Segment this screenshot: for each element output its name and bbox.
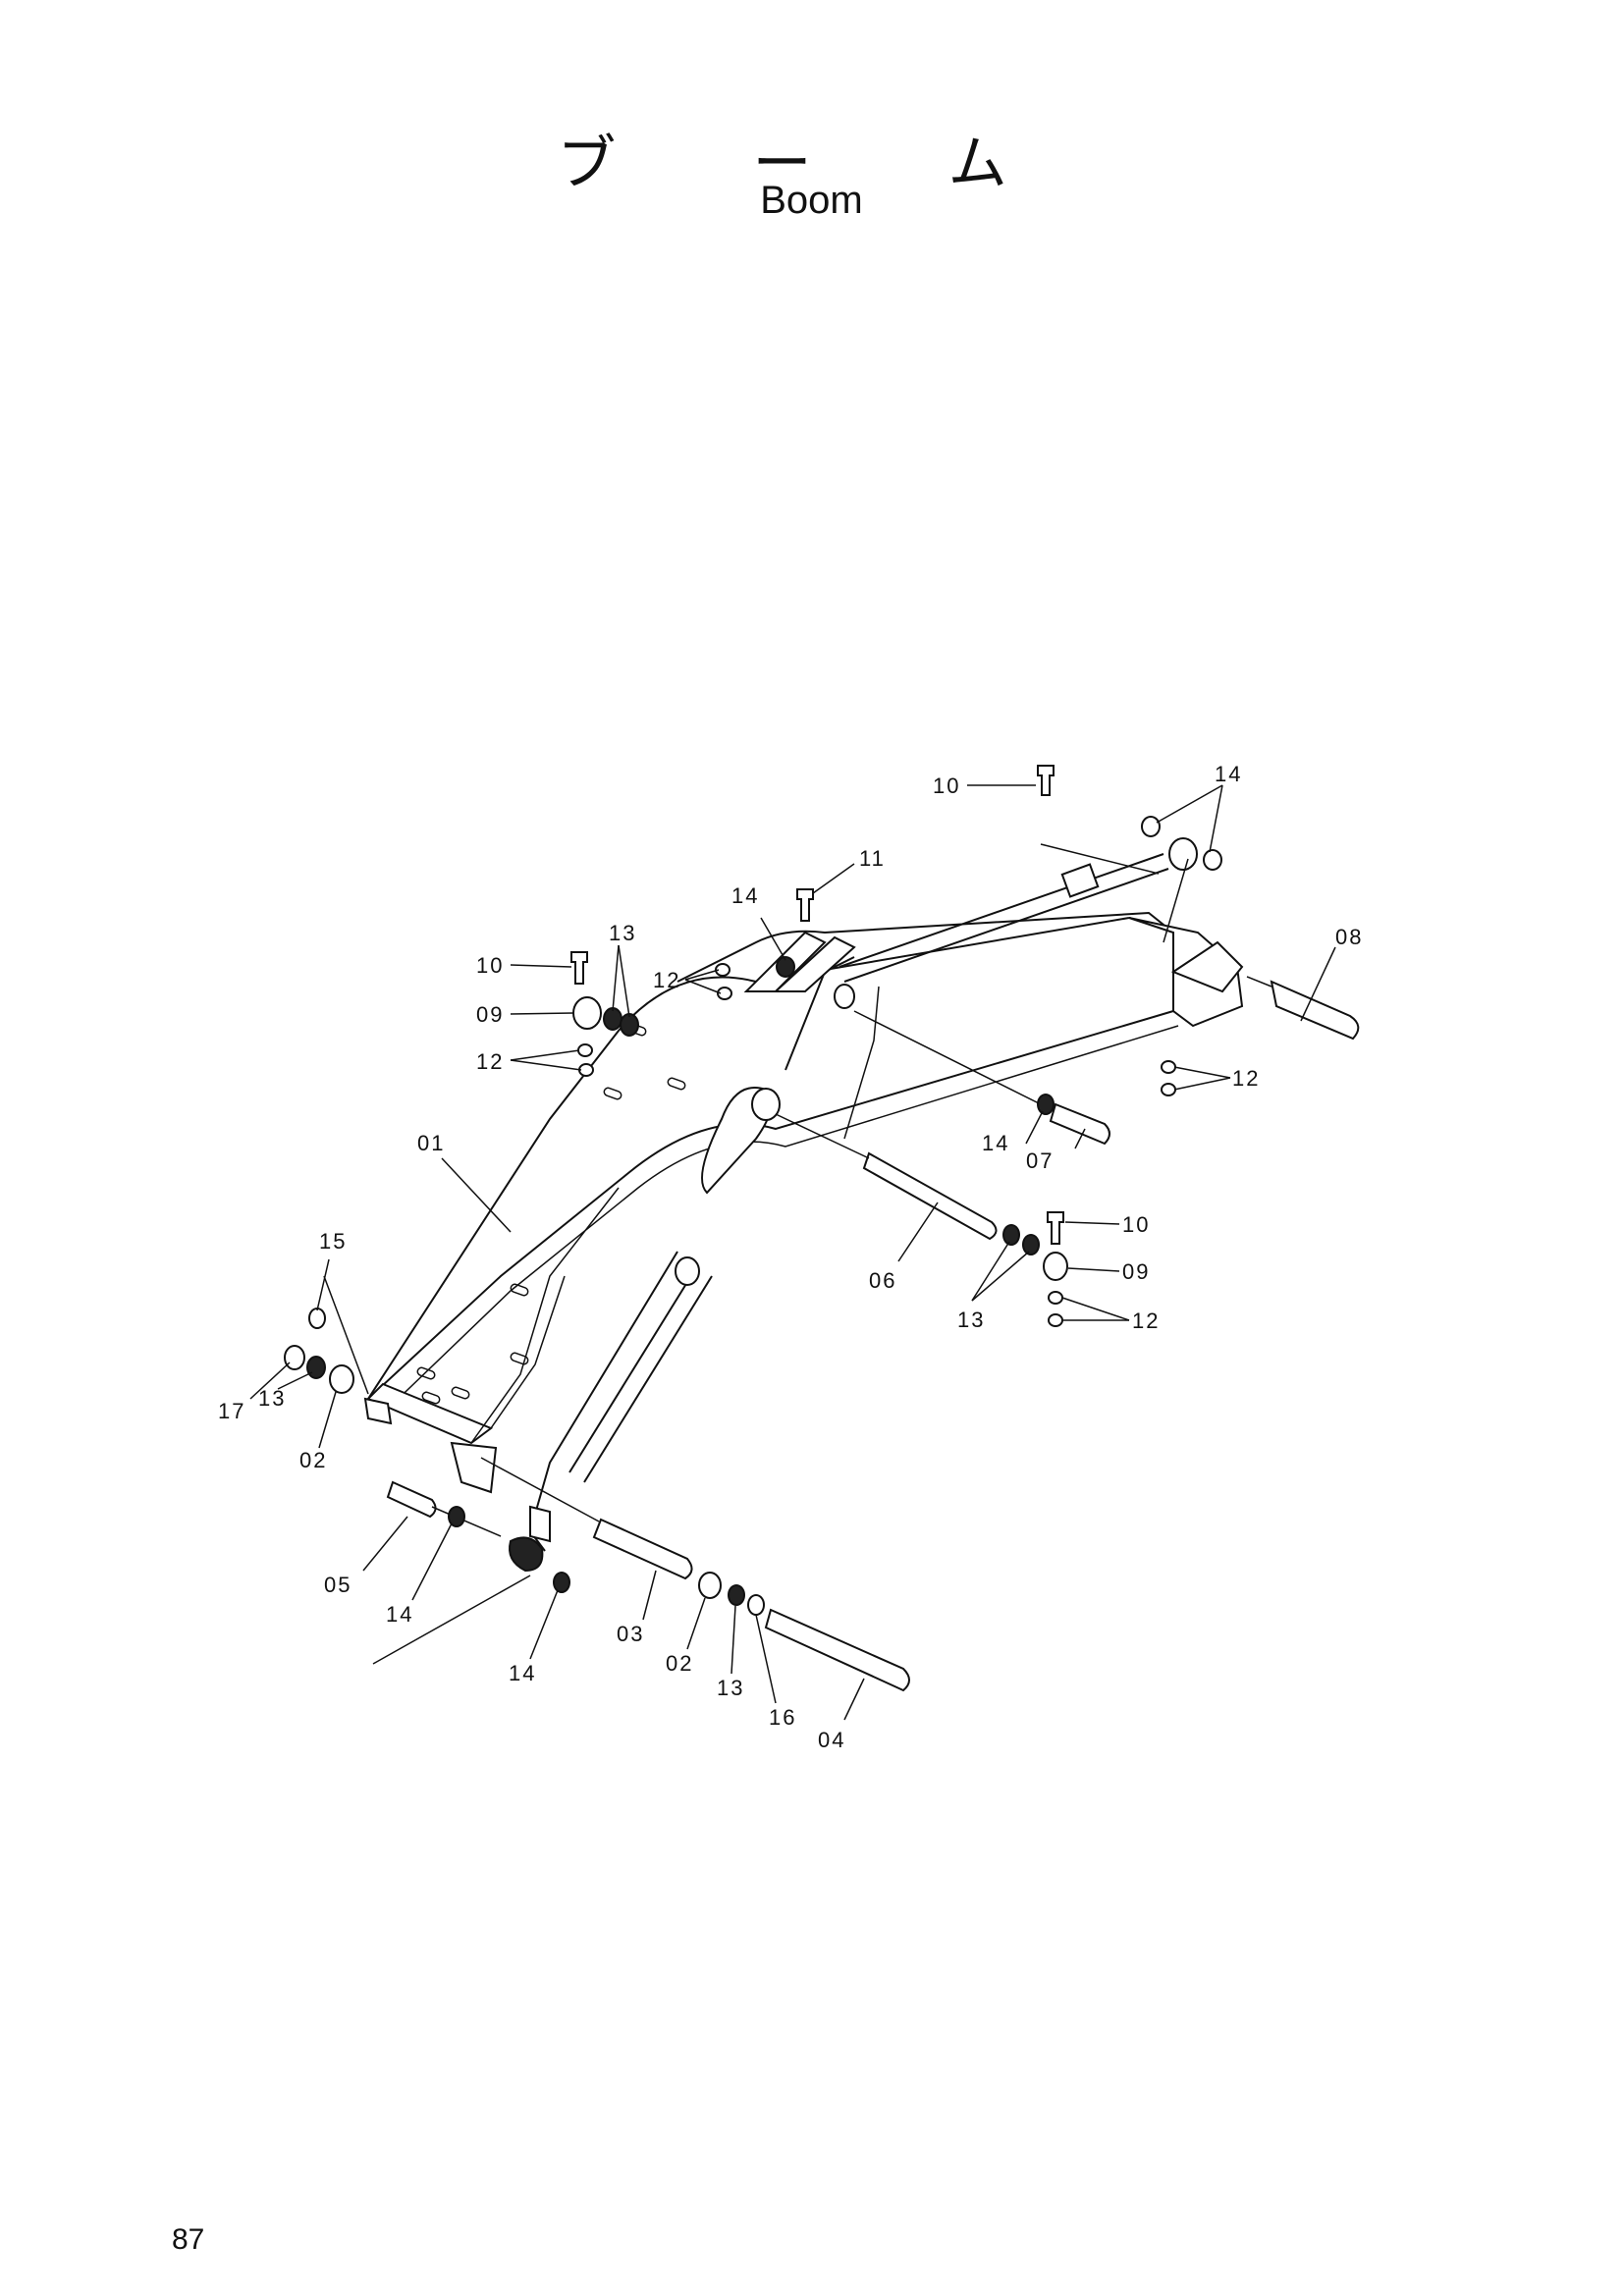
- label-09: 09: [476, 1002, 504, 1027]
- label-12: 12: [653, 968, 680, 992]
- page-number: 87: [172, 2223, 205, 2256]
- callout-labels: 10 14 11 14 08 10 13 12 09 12 12 14 07 0…: [218, 762, 1363, 1752]
- label-07: 07: [1026, 1148, 1054, 1173]
- label-05: 05: [324, 1573, 352, 1597]
- label-14: 14: [509, 1661, 536, 1685]
- boom-body: [366, 911, 1244, 1494]
- label-13: 13: [258, 1386, 286, 1411]
- boom-cylinder: [528, 1251, 713, 1552]
- label-14: 14: [731, 883, 759, 908]
- label-02: 02: [299, 1448, 327, 1472]
- label-03: 03: [617, 1622, 644, 1646]
- label-16: 16: [769, 1705, 796, 1730]
- label-02: 02: [666, 1651, 693, 1676]
- label-13: 13: [957, 1308, 985, 1332]
- pin-02-left: [323, 1275, 393, 1425]
- pin-05: [386, 1480, 502, 1537]
- label-10: 10: [1122, 1212, 1150, 1237]
- label-14: 14: [982, 1131, 1009, 1155]
- pin-04: [764, 1608, 910, 1692]
- label-04: 04: [818, 1728, 845, 1752]
- label-14: 14: [386, 1602, 413, 1627]
- label-14: 14: [1215, 762, 1242, 786]
- cylinder-foot: [372, 1536, 544, 1665]
- label-01: 01: [417, 1131, 445, 1155]
- label-10: 10: [933, 774, 960, 798]
- label-13: 13: [609, 921, 636, 945]
- label-12: 12: [476, 1049, 504, 1074]
- washers: [284, 765, 1222, 1616]
- label-17: 17: [218, 1399, 245, 1423]
- arm-cylinder: [839, 837, 1198, 983]
- label-13: 13: [717, 1676, 744, 1700]
- title-japanese: ブ ー ム: [557, 130, 1066, 198]
- label-06: 06: [869, 1268, 896, 1293]
- label-15: 15: [319, 1229, 347, 1254]
- label-09: 09: [1122, 1259, 1150, 1284]
- label-12: 12: [1232, 1066, 1260, 1091]
- pin-06: [775, 1113, 998, 1241]
- label-08: 08: [1335, 925, 1363, 949]
- pin-08: [1246, 976, 1360, 1041]
- label-11: 11: [859, 846, 886, 871]
- pin-07: [853, 1010, 1110, 1146]
- label-12: 12: [1132, 1308, 1160, 1333]
- label-10: 10: [476, 953, 504, 978]
- pin-03: [480, 1457, 693, 1580]
- leader-lines: [249, 784, 1336, 1721]
- title-english: Boom: [760, 179, 863, 222]
